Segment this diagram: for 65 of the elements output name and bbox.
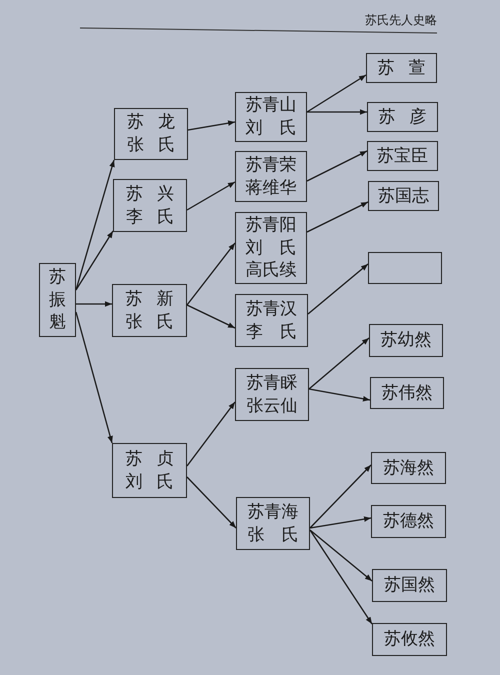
name-box xyxy=(235,368,309,421)
name-text: 苏青海张氏 xyxy=(248,500,298,546)
arrow xyxy=(188,120,236,131)
name-text: 苏龙张氏 xyxy=(127,111,175,157)
arrow xyxy=(186,304,236,329)
name-text: 苏宝臣 xyxy=(377,144,428,168)
name-text: 苏幼然 xyxy=(380,329,432,352)
name-text: 苏萱 xyxy=(378,56,426,80)
name-box xyxy=(368,181,439,211)
name-box xyxy=(371,452,446,484)
empty-box xyxy=(368,252,442,284)
name-box xyxy=(366,53,437,83)
name-text: 苏贞刘氏 xyxy=(126,448,174,494)
name-text: 苏攸然 xyxy=(384,628,435,651)
name-text: 苏青睬张云仙 xyxy=(246,372,298,418)
name-text: 苏兴李氏 xyxy=(126,182,174,228)
name-box xyxy=(369,324,443,357)
name-box xyxy=(235,212,307,284)
name-box xyxy=(236,497,310,550)
name-text: 苏青荣蒋维华 xyxy=(246,154,296,200)
name-box xyxy=(235,294,308,347)
arrow xyxy=(310,516,372,529)
name-text: 苏德然 xyxy=(383,510,434,533)
arrow xyxy=(306,150,368,182)
name-box xyxy=(114,108,188,160)
arrow xyxy=(307,109,367,115)
name-box xyxy=(370,377,444,409)
name-box xyxy=(112,284,187,337)
arrow xyxy=(308,388,370,402)
name-text: 苏彦 xyxy=(378,106,426,128)
name-box xyxy=(367,141,438,171)
arrow xyxy=(75,160,115,290)
name-text: 苏振魁 xyxy=(49,266,66,334)
arrow xyxy=(308,264,368,314)
name-box xyxy=(112,443,187,498)
name-box xyxy=(39,263,76,337)
arrow xyxy=(306,74,366,113)
name-text: 苏青汉李氏 xyxy=(246,298,297,344)
arrow xyxy=(186,476,236,528)
arrow xyxy=(75,230,114,290)
page-header: 苏氏先人史略 xyxy=(365,12,437,29)
name-text: 苏新张氏 xyxy=(126,288,174,334)
arrow xyxy=(186,242,236,306)
name-text: 苏青阳刘氏高氏续 xyxy=(246,214,296,282)
arrow xyxy=(308,338,370,390)
arrow xyxy=(306,201,368,233)
name-text: 苏海然 xyxy=(383,456,434,480)
name-box xyxy=(235,92,307,142)
arrow xyxy=(310,530,372,582)
name-box xyxy=(371,505,446,538)
name-box xyxy=(372,569,447,602)
arrow xyxy=(76,301,112,307)
arrow xyxy=(186,181,236,211)
name-text: 苏国志 xyxy=(378,184,429,208)
name-text: 苏伟然 xyxy=(382,382,432,404)
name-box xyxy=(367,102,438,132)
name-box xyxy=(235,151,307,202)
name-box xyxy=(372,623,447,656)
name-text: 苏国然 xyxy=(384,574,435,597)
arrow xyxy=(309,530,373,624)
name-text: 苏青山刘氏 xyxy=(246,94,296,140)
arrow xyxy=(186,402,236,466)
arrow xyxy=(310,464,372,528)
arrow xyxy=(75,312,113,444)
name-box xyxy=(113,179,187,232)
